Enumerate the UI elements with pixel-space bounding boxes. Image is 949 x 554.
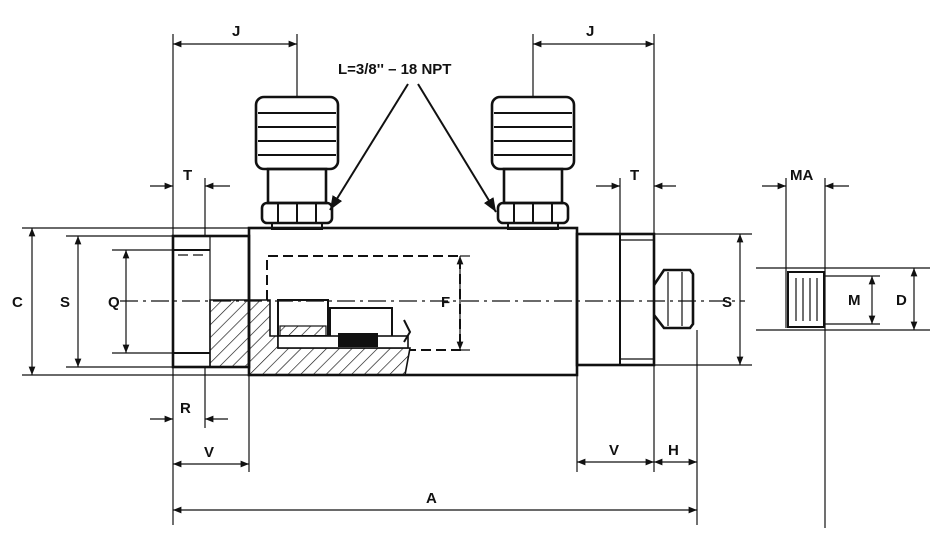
- label-ma: MA: [790, 167, 813, 184]
- svg-text:H: H: [668, 442, 679, 459]
- thread-arrow-left: [329, 83, 409, 211]
- right-cap: [575, 232, 656, 367]
- internal-bore: [266, 255, 461, 351]
- dim-a: A: [173, 490, 697, 514]
- break-line: [403, 319, 412, 343]
- label-m: M: [848, 292, 861, 309]
- dim-q: Q: [108, 249, 200, 354]
- dim-r: R: [150, 367, 228, 525]
- svg-text:R: R: [180, 400, 191, 417]
- right-stub-fitting: [652, 268, 695, 330]
- dim-v-right: V: [576, 365, 655, 472]
- svg-text:A: A: [426, 490, 437, 507]
- dim-v-left: V: [173, 375, 250, 472]
- detail-fitting: MA M D: [756, 167, 930, 528]
- svg-text:S: S: [722, 294, 732, 311]
- coupler-right: [490, 90, 576, 230]
- dim-t-right: T: [596, 167, 676, 234]
- dim-j-left: J: [172, 23, 298, 236]
- svg-text:T: T: [183, 167, 192, 184]
- thread-arrow-right: [417, 83, 497, 213]
- dim-h: H: [654, 330, 698, 525]
- cylinder-body: [171, 226, 695, 377]
- svg-text:J: J: [232, 23, 240, 40]
- svg-text:V: V: [204, 444, 214, 461]
- label-d: D: [896, 292, 907, 309]
- svg-text:C: C: [12, 294, 23, 311]
- svg-text:V: V: [609, 442, 619, 459]
- dim-t-left: T: [150, 167, 230, 236]
- thread-callout: L=3/8'' – 18 NPT: [338, 61, 451, 78]
- seal: [338, 333, 378, 347]
- dim-s-right: S: [654, 233, 752, 366]
- svg-text:T: T: [630, 167, 639, 184]
- coupler-left: [254, 90, 340, 230]
- dim-f: F: [441, 255, 470, 351]
- svg-text:F: F: [441, 294, 450, 311]
- dim-s-left: S: [60, 235, 173, 368]
- dim-j-right: J: [532, 23, 655, 234]
- svg-text:Q: Q: [108, 294, 120, 311]
- dim-c: C: [12, 227, 249, 376]
- hatched-section: [209, 299, 411, 376]
- svg-text:J: J: [586, 23, 594, 40]
- svg-text:S: S: [60, 294, 70, 311]
